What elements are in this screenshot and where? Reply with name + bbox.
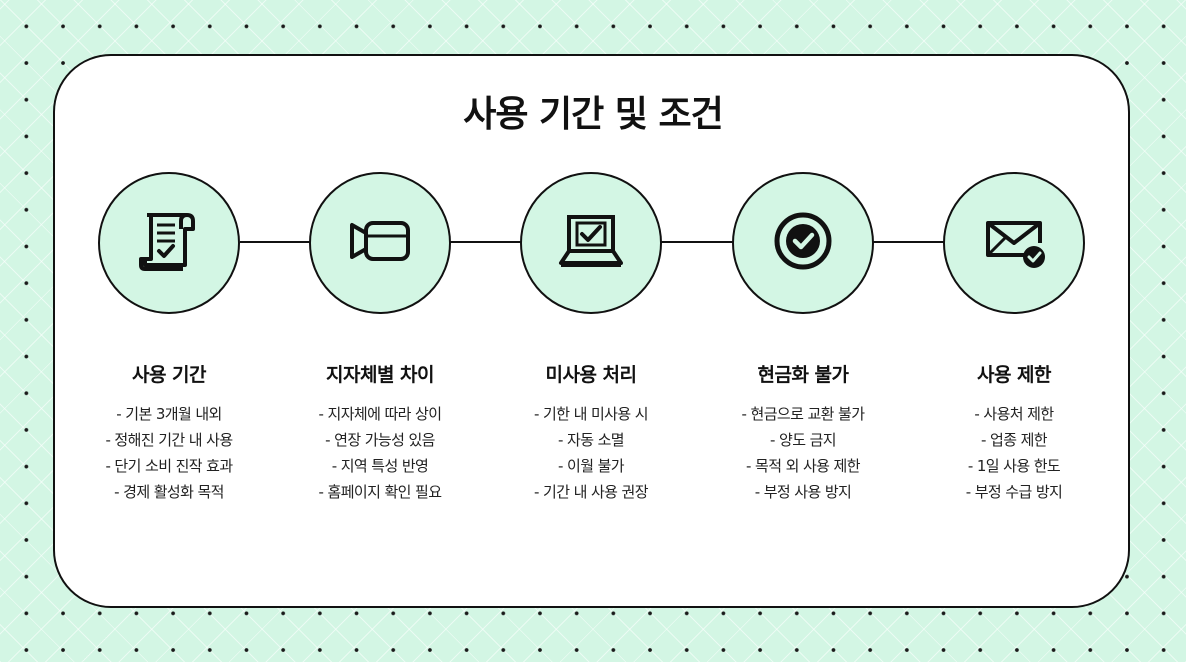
- connector-line-4: [872, 241, 946, 243]
- step-detail: - 홈페이지 확인 필요: [318, 483, 443, 501]
- step-title: 현금화 불가: [757, 364, 849, 386]
- step-detail: - 경제 활성화 목적: [114, 483, 224, 501]
- step-title: 사용 제한: [976, 364, 1052, 386]
- step-circle-regional-difference: [309, 172, 451, 314]
- document-check-icon: [133, 205, 205, 281]
- step-regional-difference: 지자체별 차이 - 지자체에 따라 상이 - 연장 가능성 있음 - 지역 특성…: [270, 360, 490, 505]
- step-detail: - 현금으로 교환 불가: [741, 405, 866, 423]
- step-title: 미사용 처리: [545, 364, 637, 386]
- step-circle-no-cash: [732, 172, 874, 314]
- mail-check-icon: [978, 205, 1050, 281]
- connector-line-3: [660, 241, 734, 243]
- step-detail: - 부정 사용 방지: [754, 483, 852, 501]
- step-circle-unused-handling: [520, 172, 662, 314]
- step-detail: - 자동 소멸: [558, 431, 625, 449]
- step-circle-usage-restriction: [943, 172, 1085, 314]
- step-detail: - 정해진 기간 내 사용: [105, 431, 233, 449]
- step-detail: - 사용처 제한: [974, 405, 1054, 423]
- step-title: 사용 기간: [131, 364, 207, 386]
- step-detail: - 양도 금지: [770, 431, 837, 449]
- step-detail: - 단기 소비 진작 효과: [105, 457, 233, 475]
- step-detail: - 기간 내 사용 권장: [534, 483, 648, 501]
- step-detail: - 지자체에 따라 상이: [318, 405, 443, 423]
- laptop-check-icon: [555, 205, 627, 281]
- video-camera-icon: [344, 205, 416, 281]
- step-detail: - 목적 외 사용 제한: [746, 457, 860, 475]
- step-detail: - 이월 불가: [558, 457, 625, 475]
- step-no-cash: 현금화 불가 - 현금으로 교환 불가 - 양도 금지 - 목적 외 사용 제한…: [693, 360, 913, 505]
- step-detail: - 기본 3개월 내외: [116, 405, 222, 423]
- connector-line-1: [240, 241, 310, 243]
- check-circle-icon: [767, 205, 839, 281]
- step-title: 지자체별 차이: [326, 364, 435, 386]
- step-detail: - 1일 사용 한도: [967, 457, 1061, 475]
- step-detail: - 연장 가능성 있음: [325, 431, 435, 449]
- step-usage-restriction: 사용 제한 - 사용처 제한 - 업종 제한 - 1일 사용 한도 - 부정 수…: [904, 360, 1124, 505]
- page-title: 사용 기간 및 조건: [463, 94, 723, 135]
- content-card: [53, 54, 1130, 608]
- step-detail: - 지역 특성 반영: [331, 457, 429, 475]
- step-detail: - 업종 제한: [981, 431, 1048, 449]
- step-detail: - 부정 수급 방지: [965, 483, 1063, 501]
- step-detail: - 기한 내 미사용 시: [534, 405, 648, 423]
- connector-line-2: [450, 241, 522, 243]
- step-usage-period: 사용 기간 - 기본 3개월 내외 - 정해진 기간 내 사용 - 단기 소비 …: [59, 360, 279, 505]
- step-circle-usage-period: [98, 172, 240, 314]
- step-unused-handling: 미사용 처리 - 기한 내 미사용 시 - 자동 소멸 - 이월 불가 - 기간…: [481, 360, 701, 505]
